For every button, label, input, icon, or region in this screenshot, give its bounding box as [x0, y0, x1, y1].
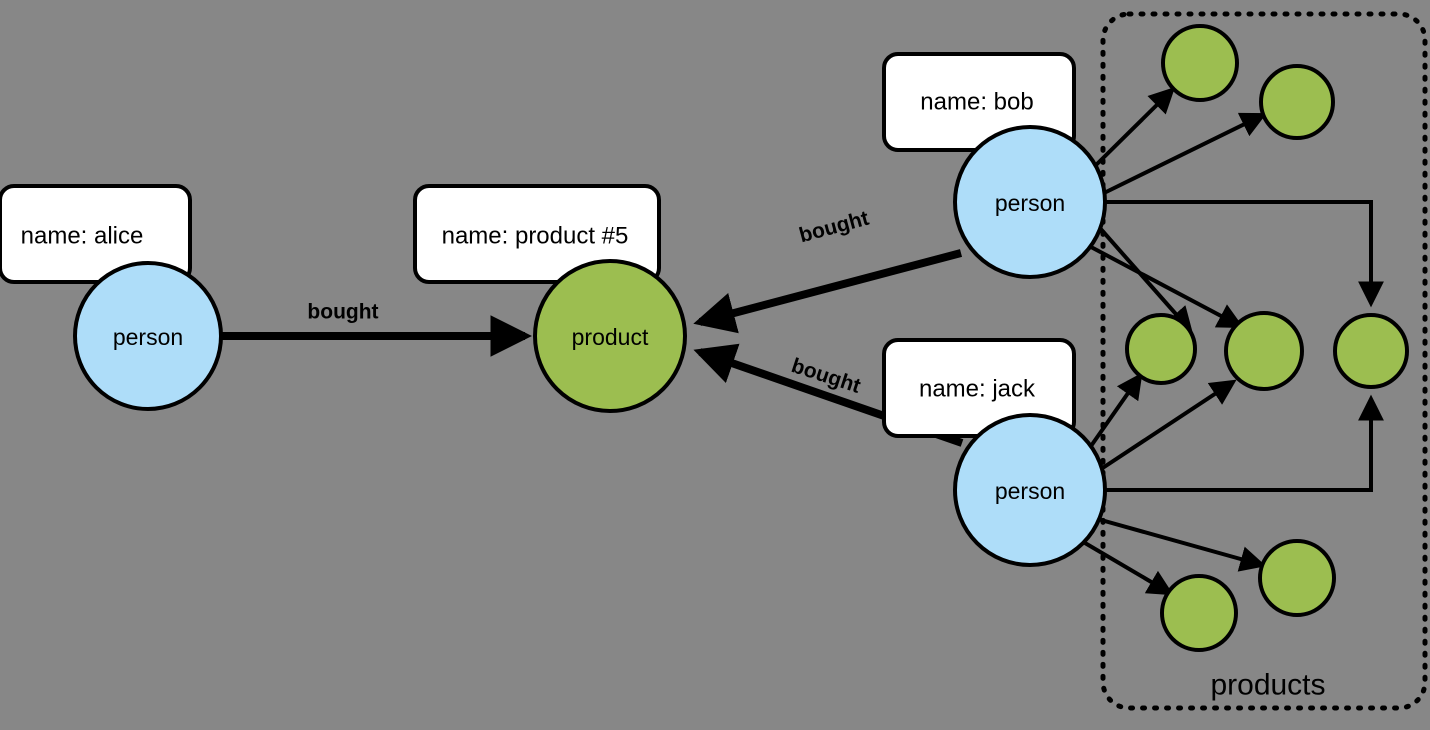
node-bob-label: person: [995, 190, 1065, 216]
products-cluster-border: [1100, 11, 1428, 711]
note-alice: name: alice: [0, 184, 192, 284]
node-alice-circle[interactable]: [73, 261, 223, 411]
node-product5[interactable]: product: [533, 259, 687, 413]
edge-jack-to-p-bot-2: [1093, 516, 1267, 572]
edge-jack-to-p-mid-2: [1090, 379, 1237, 477]
node-jack[interactable]: person: [953, 413, 1107, 567]
edge-jack-to-p-mid-3: [1105, 394, 1384, 492]
note-alice-label: name: alice: [21, 223, 144, 250]
edge-bob-to-p-top-2: [1103, 112, 1267, 195]
note-jack-label: name: jack: [919, 376, 1036, 403]
node-product5-circle[interactable]: [533, 259, 687, 413]
edge-jack-to-p-bot-1: [1083, 541, 1174, 596]
edge-label-bob-bought: bought: [797, 207, 872, 248]
node-bob-circle[interactable]: [953, 125, 1107, 279]
note-jack: name: jack: [882, 338, 1076, 438]
edge-label-alice-bought: bought: [307, 301, 378, 324]
node-product-top-2[interactable]: [1259, 64, 1335, 140]
note-alice-box: [0, 184, 192, 284]
node-jack-label: person: [995, 478, 1065, 504]
node-jack-circle[interactable]: [953, 413, 1107, 567]
note-product5-label: name: product #5: [442, 223, 629, 250]
node-product-bot-1[interactable]: [1160, 574, 1238, 652]
node-product-mid-3[interactable]: [1333, 313, 1409, 389]
jack-product-edges: [1083, 372, 1384, 596]
bob-product-edges: [1090, 86, 1384, 334]
note-bob-label: name: bob: [920, 89, 1033, 116]
node-product-mid-1[interactable]: [1125, 313, 1197, 385]
edge-bob-bought-product: [693, 249, 963, 334]
node-product5-label: product: [572, 324, 649, 350]
edge-jack-to-p-mid-1: [1089, 372, 1143, 448]
note-product5-box: [413, 184, 661, 284]
node-bob[interactable]: person: [953, 125, 1107, 279]
node-alice[interactable]: person: [73, 261, 223, 411]
note-product5: name: product #5: [413, 184, 661, 284]
edge-bob-to-p-mid-2: [1090, 245, 1244, 329]
edge-bob-to-p-mid-1: [1097, 225, 1193, 334]
node-product-bot-2[interactable]: [1258, 539, 1336, 617]
edge-bob-to-p-mid-3: [1105, 200, 1384, 308]
edge-label-jack-bought: bought: [789, 354, 864, 398]
node-product-mid-2[interactable]: [1224, 311, 1304, 391]
node-product-top-1[interactable]: [1161, 24, 1239, 102]
products-cluster-label: products: [1210, 669, 1325, 702]
edge-bob-to-p-top-1: [1093, 86, 1176, 168]
node-alice-label: person: [113, 324, 183, 350]
